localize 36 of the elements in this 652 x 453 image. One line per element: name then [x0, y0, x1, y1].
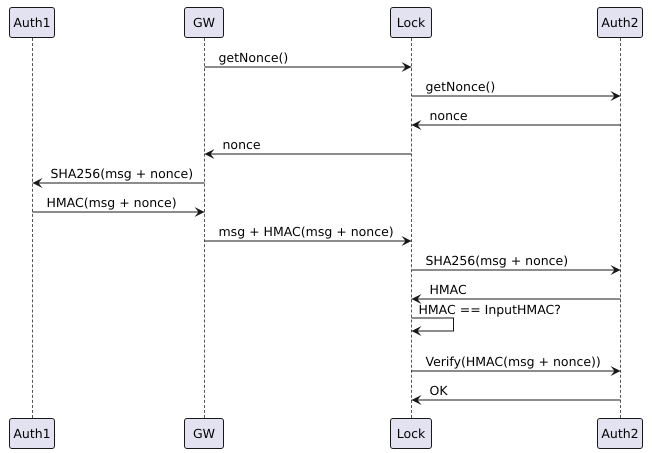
message-arrow — [204, 62, 412, 72]
lifeline — [411, 38, 412, 418]
message-arrow — [411, 120, 621, 130]
message-arrow — [204, 149, 412, 159]
message-arrow — [411, 265, 621, 275]
message-label: getNonce() — [218, 51, 288, 65]
message-arrow — [411, 395, 621, 405]
message-label: OK — [430, 384, 448, 398]
lifeline — [32, 38, 33, 418]
message-arrow — [411, 366, 621, 376]
message-label: nonce — [430, 109, 468, 123]
self-message-arrow — [411, 318, 454, 336]
participant-box: Auth2 — [597, 418, 643, 449]
message-arrow — [32, 178, 205, 188]
message-label: SHA256(msg + nonce) — [50, 167, 194, 181]
message-label: nonce — [222, 138, 261, 152]
message-arrow — [411, 294, 621, 304]
lifeline — [204, 38, 205, 418]
participant-box: Auth2 — [597, 7, 643, 38]
participant-box: Lock — [390, 7, 432, 38]
participant-box: GW — [184, 7, 224, 38]
participant-box: Auth1 — [9, 418, 55, 449]
participant-box: GW — [184, 418, 224, 449]
message-label: HMAC — [430, 283, 467, 297]
message-label: SHA256(msg + nonce) — [426, 254, 568, 268]
message-label: HMAC == InputHMAC? — [418, 303, 561, 317]
participant-box: Auth1 — [9, 7, 55, 38]
message-arrow — [32, 207, 205, 217]
message-label: HMAC(msg + nonce) — [46, 196, 177, 210]
participant-box: Lock — [390, 418, 432, 449]
message-label: Verify(HMAC(msg + nonce)) — [426, 355, 601, 369]
message-arrow — [411, 91, 621, 101]
message-label: msg + HMAC(msg + nonce) — [218, 225, 394, 239]
message-arrow — [204, 236, 412, 246]
message-label: getNonce() — [426, 80, 496, 94]
lifeline — [620, 38, 621, 418]
